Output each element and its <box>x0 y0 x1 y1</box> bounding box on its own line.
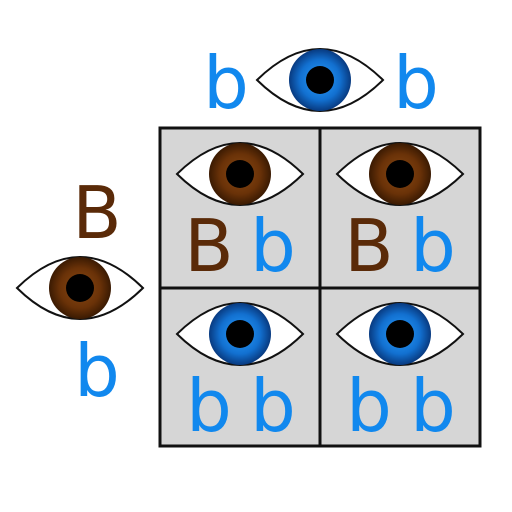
pupil <box>66 274 94 302</box>
cell-bottom-right-eye-icon <box>335 302 465 366</box>
top-parent: b b <box>203 41 439 125</box>
pupil <box>386 320 414 348</box>
cell-bottom-right-allele-1: b <box>346 364 392 448</box>
cell-top-right-allele-2: b <box>410 204 456 288</box>
cell-top-left-allele-2: b <box>250 204 296 288</box>
pupil <box>226 320 254 348</box>
cell-top-right-eye-icon <box>335 142 465 206</box>
cell-bottom-left-allele-2: b <box>250 364 296 448</box>
cell-bottom-left-eye-icon <box>175 302 305 366</box>
cell-top-right-allele-1: B <box>344 204 393 288</box>
cell-bottom-left-allele-1: b <box>186 364 232 448</box>
top-allele-right: b <box>393 41 439 125</box>
cell-bottom-right: b b <box>320 288 480 448</box>
left-parent-eye-icon <box>15 256 145 320</box>
cell-bottom-left: b b <box>160 288 320 448</box>
punnett-grid: B b B b b b b b <box>158 126 482 448</box>
cell-top-right: B b <box>320 128 480 288</box>
cell-top-left-allele-1: B <box>184 204 233 288</box>
left-parent: B b <box>15 171 145 413</box>
left-allele-bottom: b <box>74 329 120 413</box>
top-parent-eye-icon <box>255 48 385 112</box>
top-allele-left: b <box>203 41 249 125</box>
cell-bottom-right-allele-2: b <box>410 364 456 448</box>
cell-top-left: B b <box>160 128 320 288</box>
pupil <box>226 160 254 188</box>
left-allele-top: B <box>72 171 121 255</box>
pupil <box>386 160 414 188</box>
pupil <box>306 66 334 94</box>
cell-top-left-eye-icon <box>175 142 305 206</box>
